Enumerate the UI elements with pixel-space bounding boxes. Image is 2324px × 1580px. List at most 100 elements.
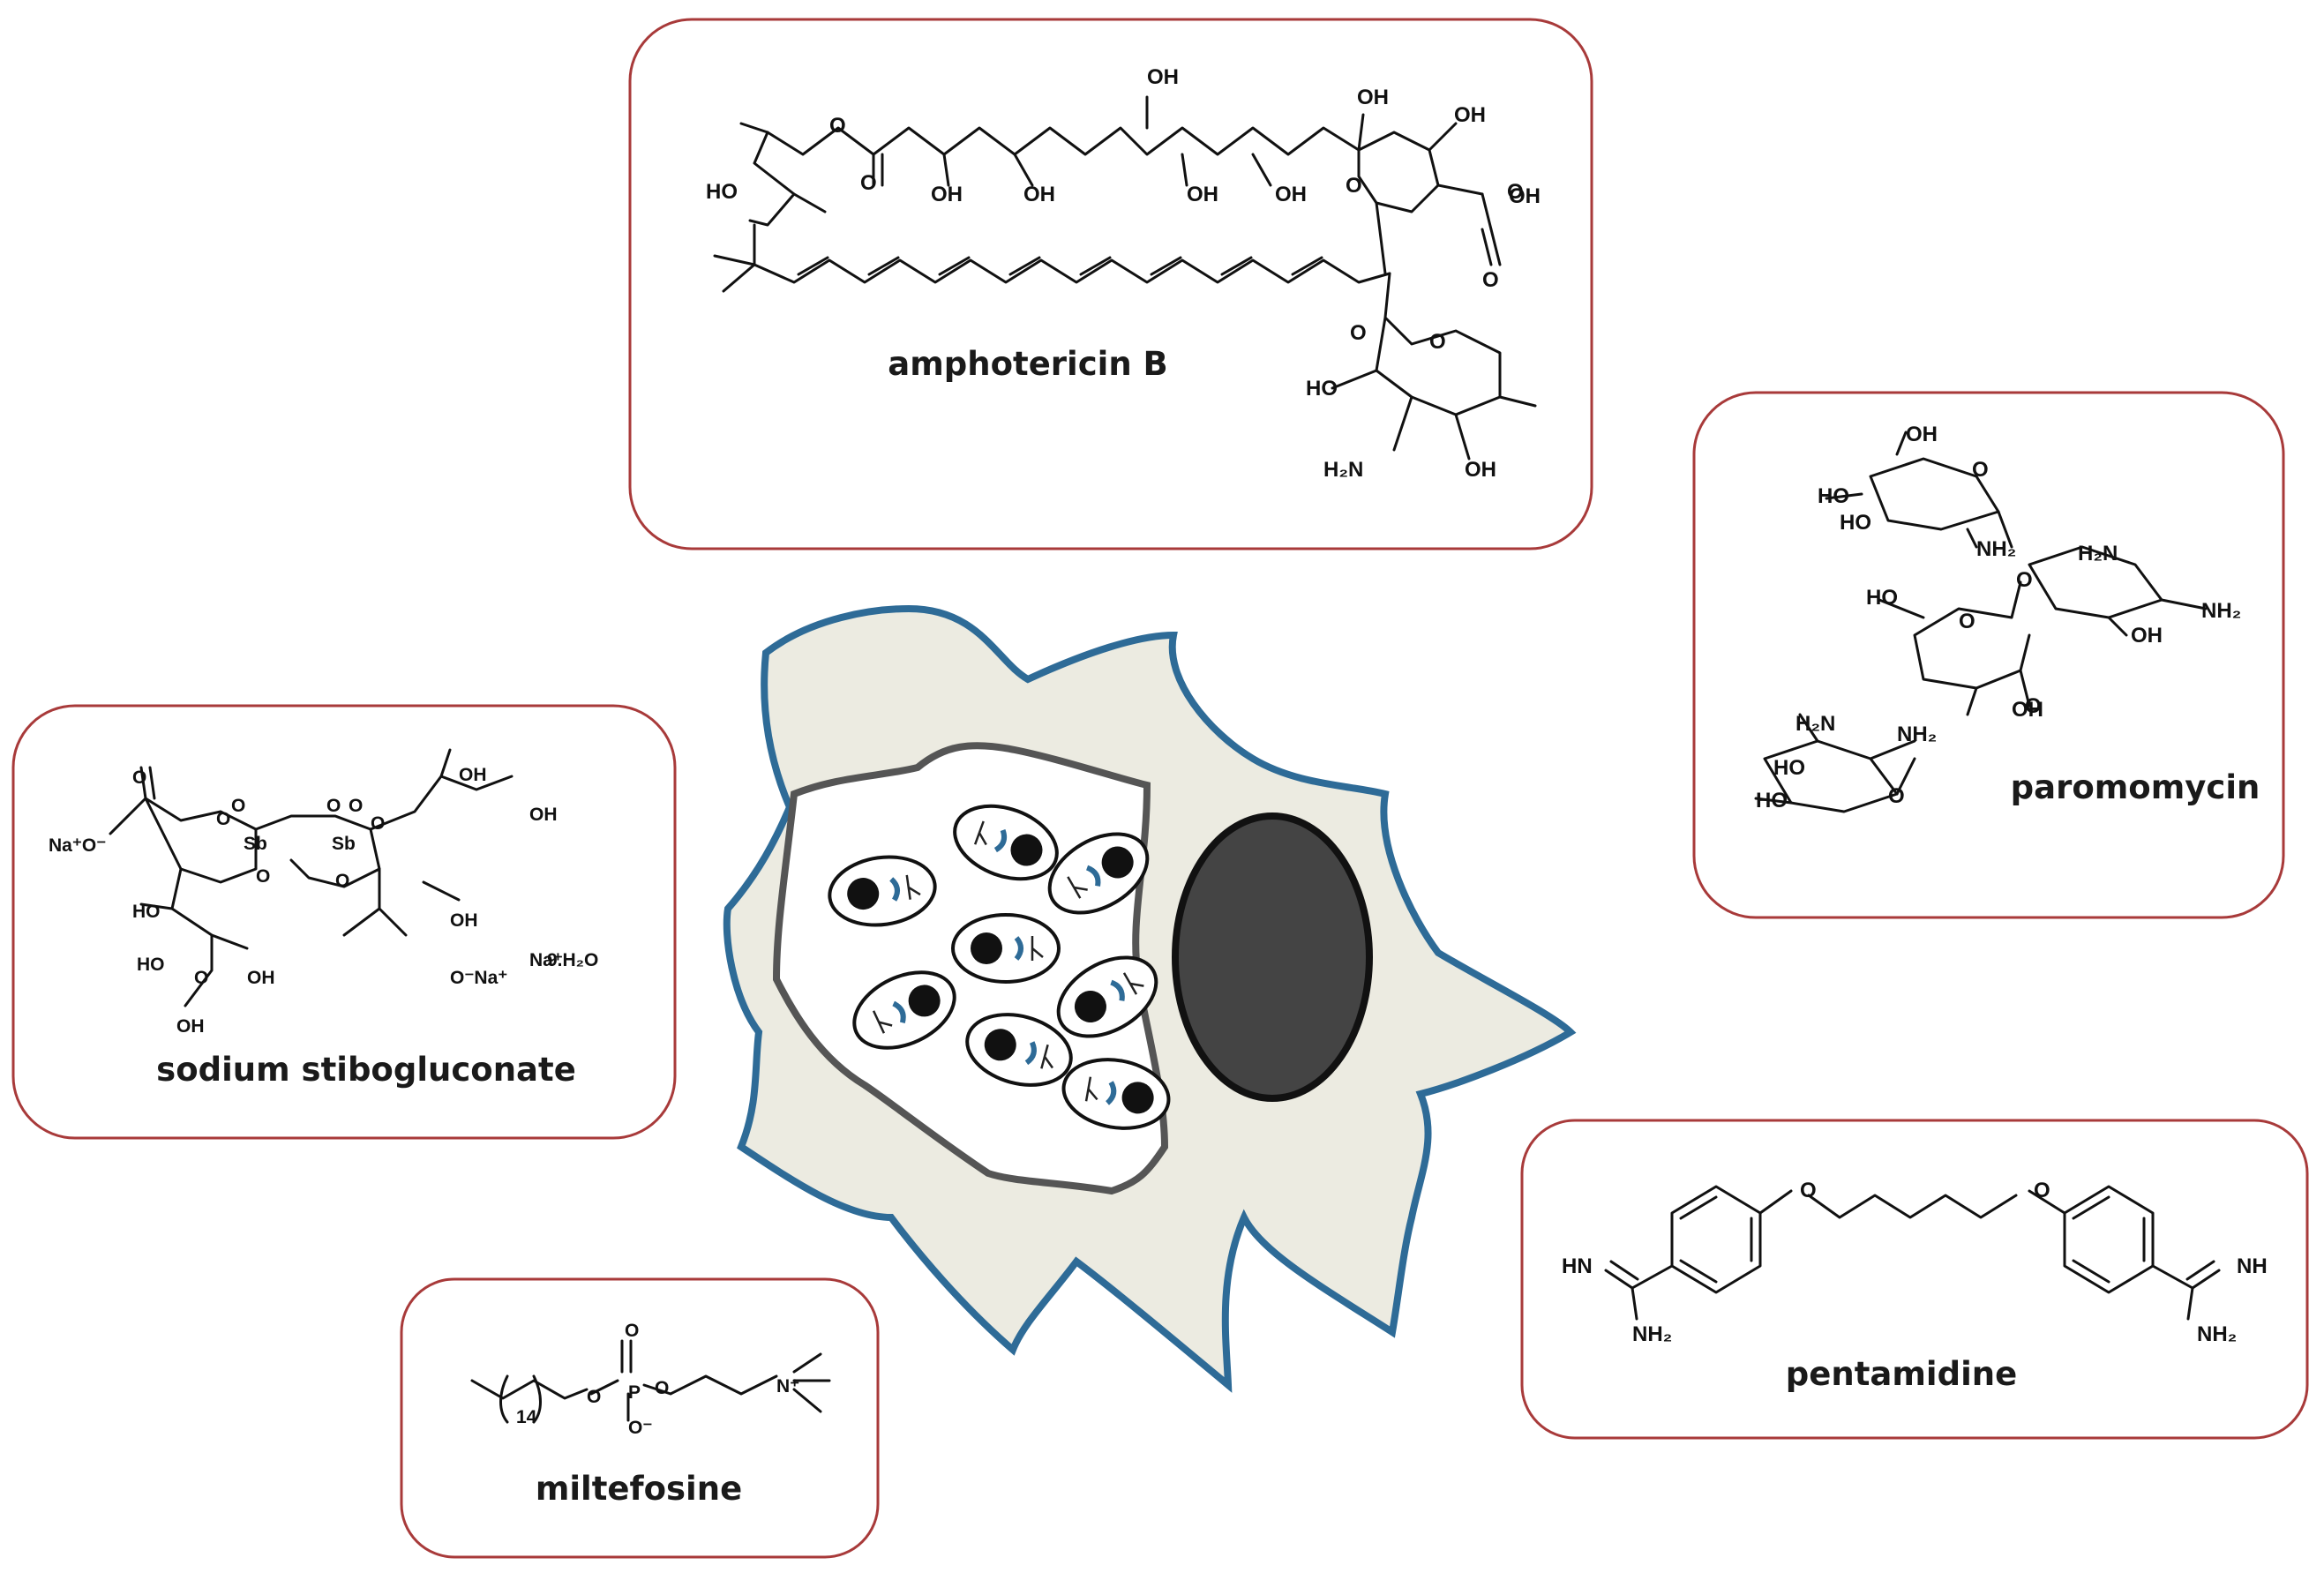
paromomycin-atom-label: OH	[1906, 423, 1938, 446]
miltefosine-atom-label: P	[628, 1382, 641, 1403]
stibogluconate-atom-label: Na⁺O⁻	[49, 835, 106, 856]
pentamidine-structure	[1604, 1185, 2221, 1321]
sodium-stibogluconate-frame	[11, 704, 677, 1140]
amphotericin-atom-label: OH	[1357, 86, 1389, 109]
stibogluconate-atom-label: O	[256, 866, 270, 887]
stibogluconate-atom-label: OH	[459, 765, 487, 785]
pentamidine-name: pentamidine	[1786, 1355, 2017, 1393]
amastigote-kinetoplast	[1110, 979, 1125, 1001]
stibogluconate-atom-label: O	[231, 796, 245, 816]
amastigote-flagellar-pocket	[1122, 972, 1144, 995]
amastigote	[1056, 955, 1158, 1038]
amphotericin-atom-label: O	[1482, 268, 1499, 292]
paromomycin-atom-label: O	[2025, 694, 2042, 718]
amastigote-flagellar-pocket	[1067, 876, 1088, 899]
paromomycin-atom-label: H₂N	[1795, 712, 1835, 736]
stibogluconate-atom-label: 9.H₂O	[547, 950, 598, 970]
amphotericin-b-name: amphotericin B	[888, 345, 1168, 383]
stibogluconate-atom-label: O	[216, 809, 230, 829]
pentamidine-atom-label: NH₂	[1632, 1322, 1672, 1346]
paromomycin-atom-label: O	[2016, 568, 2033, 592]
paromomycin-atom-label: H₂N	[2078, 542, 2118, 565]
amastigote-kinetoplast	[1014, 936, 1023, 961]
amastigote-nucleus	[1010, 834, 1043, 866]
stibogluconate-atom-label: OH	[247, 968, 275, 988]
miltefosine-atom-label: O⁻	[628, 1418, 652, 1438]
amphotericin-atom-label: O	[829, 114, 846, 138]
paromomycin-atom-label: O	[1888, 784, 1905, 808]
amastigote	[852, 970, 956, 1050]
amphotericin-atom-label: OH	[1454, 103, 1486, 127]
amastigote-nucleus	[1121, 1082, 1154, 1114]
pentamidine-atom-label: HN	[1562, 1254, 1593, 1278]
amphotericin-atom-label: OH	[931, 183, 963, 206]
amphotericin-atom-label: OH	[1187, 183, 1218, 206]
miltefosine-structure	[470, 1339, 831, 1424]
stibogluconate-atom-label: O	[349, 796, 363, 816]
amastigote	[951, 913, 1061, 984]
infected-macrophage	[723, 604, 1577, 1393]
paromomycin-atom-label: NH₂	[2201, 599, 2241, 623]
stibogluconate-atom-label: HO	[137, 955, 165, 975]
pentamidine-atom-label: NH₂	[2197, 1322, 2237, 1346]
paromomycin-atom-label: NH₂	[1897, 723, 1937, 746]
paromomycin-atom-label: OH	[2131, 624, 2163, 648]
miltefosine-atom-label: O	[655, 1378, 669, 1398]
pentamidine-frame	[1520, 1119, 2309, 1440]
miltefosine-name: miltefosine	[536, 1470, 742, 1508]
amastigote-flagellar-pocket	[872, 1010, 893, 1034]
miltefosine-atom-label: O	[587, 1387, 601, 1407]
stibogluconate-atom-label: O	[326, 796, 341, 816]
amphotericin-b-structure	[713, 95, 1537, 461]
stibogluconate-atom-label: O	[132, 768, 146, 788]
paromomycin-atom-label: NH₂	[1976, 537, 2016, 561]
pentamidine-atom-label: NH	[2237, 1254, 2268, 1278]
amastigote-group	[828, 804, 1171, 1130]
stibogluconate-atom-label: O⁻Na⁺	[450, 968, 507, 988]
amastigote-nucleus	[971, 932, 1002, 964]
amphotericin-atom-label: OH	[1509, 184, 1541, 208]
amastigote	[965, 1013, 1073, 1087]
amastigote-flagellar-pocket	[905, 874, 921, 900]
amphotericin-atom-label: HO	[706, 180, 738, 204]
amphotericin-atom-label: HO	[1306, 377, 1338, 401]
amastigote-flagellar-pocket	[1031, 936, 1044, 961]
paromomycin-atom-label: OH	[2012, 698, 2043, 722]
amastigote	[1061, 1058, 1171, 1130]
amastigote-nucleus	[1101, 846, 1134, 879]
paromomycin-name: paromomycin	[2011, 768, 2260, 806]
amastigote-body	[951, 913, 1061, 984]
amphotericin-atom-label: OH	[1023, 183, 1055, 206]
miltefosine-atom-label: 14	[516, 1407, 537, 1427]
paromomycin-atom-label: O	[1972, 458, 1989, 482]
stibogluconate-atom-label: O	[335, 871, 349, 891]
amastigote-flagellar-pocket	[1084, 1076, 1098, 1102]
paromomycin-atom-label: HO	[1818, 484, 1849, 508]
amphotericin-atom-label: OH	[1465, 458, 1496, 482]
amastigote-flagellar-pocket	[973, 820, 987, 846]
sodium-stibogluconate-structure	[109, 748, 514, 1007]
paromomycin-atom-label: HO	[1773, 756, 1805, 780]
amastigote	[828, 855, 937, 927]
paromomycin-frame	[1692, 391, 2285, 919]
amastigote-nucleus	[908, 985, 941, 1017]
paromomycin-atom-label: HO	[1756, 789, 1788, 812]
amastigote-kinetoplast	[889, 877, 900, 902]
paromomycin-atom-label: O	[1959, 610, 1975, 633]
miltefosine-atom-label: O	[625, 1321, 639, 1341]
paromomycin-atom-label: HO	[1866, 586, 1898, 610]
stibogluconate-atom-label: HO	[132, 902, 161, 922]
sodium-stibogluconate-name: sodium stibogluconate	[156, 1051, 576, 1089]
stibogluconate-atom-label: O	[194, 968, 208, 988]
amastigote	[1047, 832, 1150, 915]
